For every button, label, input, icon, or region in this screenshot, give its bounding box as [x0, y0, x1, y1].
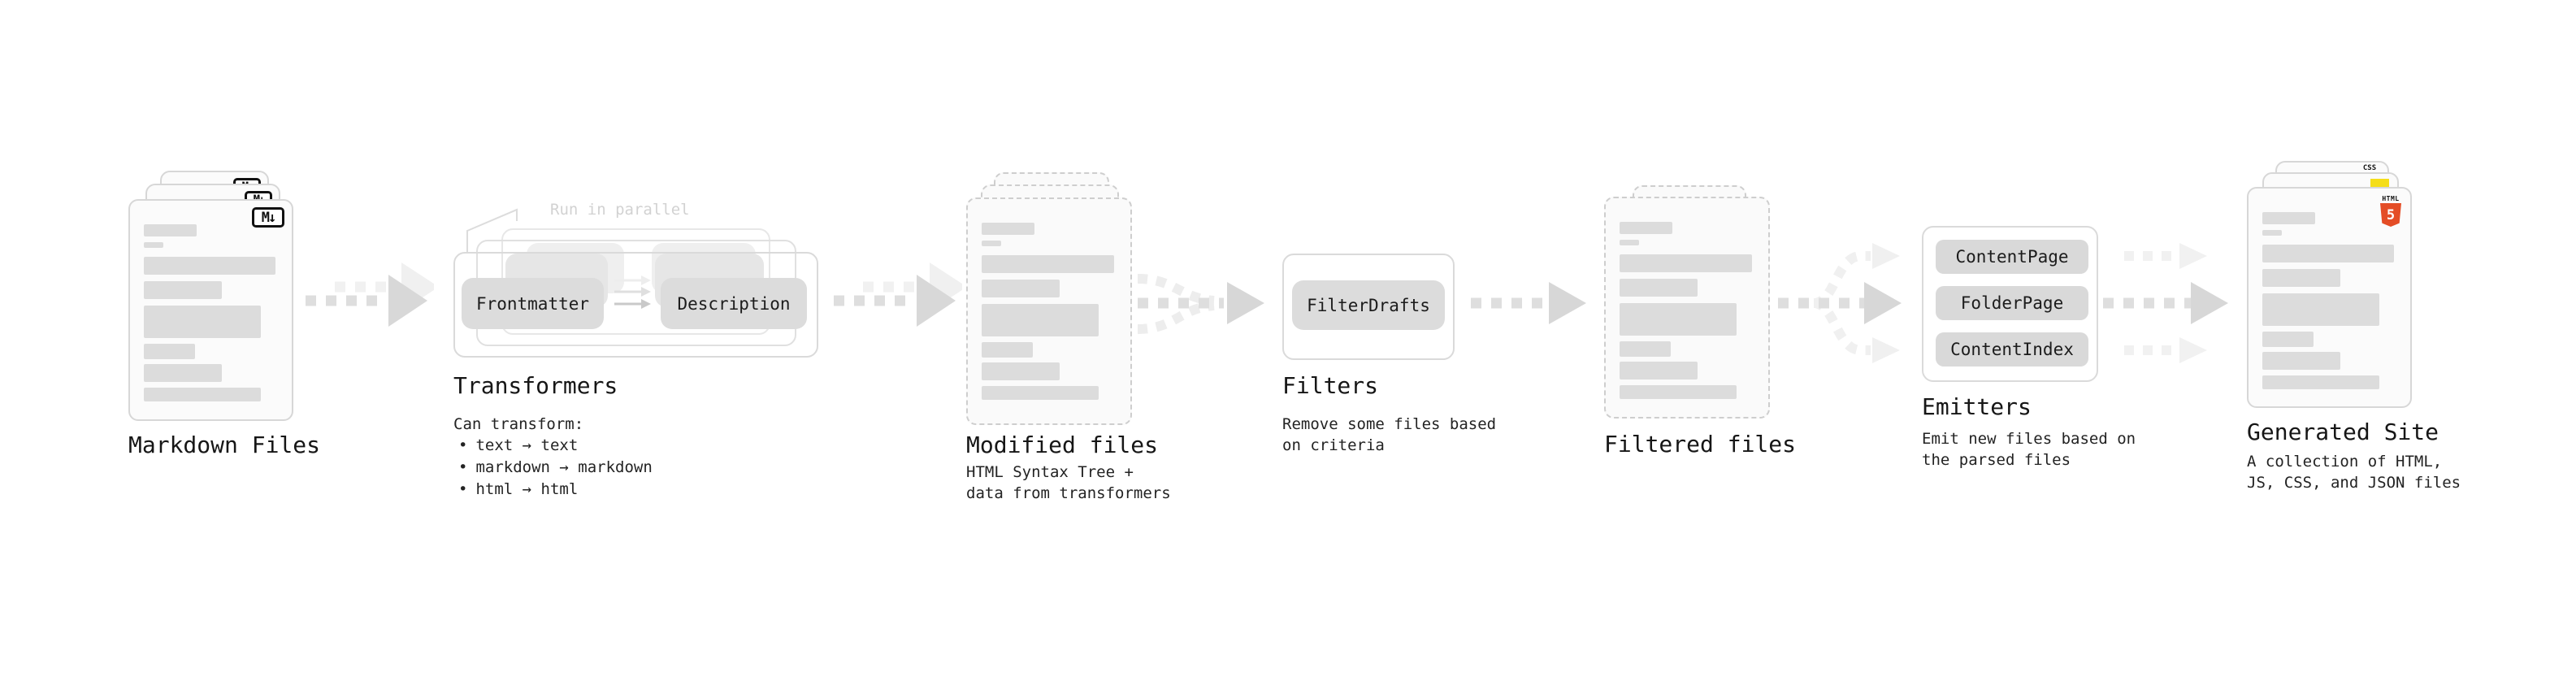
skeleton-bar: [1620, 222, 1672, 234]
skeleton-bar: [982, 386, 1099, 400]
emitters-desc-line1: Emit new files based on: [1922, 430, 2136, 448]
skeleton-bar: [1620, 240, 1639, 245]
stage-label-generated-site: Generated Site: [2247, 419, 2439, 445]
bullet-dot: •: [458, 458, 468, 476]
skeleton-bar: [1620, 341, 1672, 357]
skeleton-bar: [1620, 254, 1752, 272]
stage-label-transformers: Transformers: [453, 372, 618, 399]
generated-site-desc-line1: A collection of HTML,: [2247, 453, 2443, 471]
filter-node-filterdrafts: FilterDrafts: [1292, 280, 1445, 330]
file-content-skeleton: [982, 223, 1117, 400]
transformers-bullet: • markdown → markdown: [458, 458, 653, 476]
modified-files-desc-line1: HTML Syntax Tree +: [966, 463, 1134, 481]
modified-files-desc-line2: data from transformers: [966, 484, 1171, 502]
skeleton-bar: [2262, 212, 2315, 224]
filters-desc-line2: on criteria: [1282, 436, 1385, 454]
skeleton-bar: [982, 362, 1060, 380]
skeleton-bar: [144, 344, 195, 359]
transformer-node-description: Description: [661, 278, 807, 329]
transformer-node-frontmatter: Frontmatter: [462, 278, 604, 329]
skeleton-bar: [982, 255, 1114, 273]
skeleton-bar: [982, 304, 1099, 336]
skeleton-bar: [2262, 375, 2379, 389]
skeleton-bar: [1620, 385, 1737, 399]
skeleton-bar: [1620, 279, 1698, 297]
markdown-logo-icon: M↓: [252, 207, 284, 228]
html5-logo-icon: HTML 5: [2380, 195, 2401, 227]
markdown-file-card-front: M↓: [128, 199, 293, 421]
stage-label-modified-files: Modified files: [966, 432, 1159, 458]
transformers-bullet: • html → html: [458, 480, 578, 498]
bullet-text: text → text: [475, 436, 579, 454]
skeleton-bar: [1620, 303, 1737, 336]
bullet-dot: •: [458, 480, 468, 498]
skeleton-bar: [144, 306, 261, 338]
skeleton-bar: [982, 342, 1034, 358]
generated-file-card-html: HTML 5: [2247, 187, 2412, 408]
filters-desc-line1: Remove some files based: [1282, 415, 1497, 433]
html5-logo-text: HTML: [2382, 195, 2400, 202]
emitter-node-contentpage: ContentPage: [1936, 240, 2088, 274]
skeleton-bar: [144, 224, 197, 236]
skeleton-bar: [2262, 352, 2340, 370]
stage-label-filters: Filters: [1282, 372, 1379, 399]
arrow-filtered-to-emitters: [1778, 243, 1902, 363]
arrow-filters-to-filtered: [1471, 282, 1586, 324]
arrow-modified-to-filters: [1137, 274, 1264, 334]
html5-logo-shield: 5: [2380, 203, 2401, 227]
parallel-flow-arrows-icon: [614, 275, 651, 309]
emitter-node-folderpage: FolderPage: [1936, 286, 2088, 320]
file-content-skeleton: [1620, 222, 1754, 399]
filtered-file-card-front: [1604, 197, 1770, 419]
skeleton-bar: [982, 223, 1034, 235]
arrow-markdown-to-transformers: [306, 262, 434, 327]
skeleton-bar: [144, 364, 222, 382]
generated-site-desc-line2: JS, CSS, and JSON files: [2247, 474, 2461, 492]
modified-file-card-front: [966, 197, 1132, 425]
emitters-desc-line2: the parsed files: [1922, 451, 2071, 469]
transformer-layer-front: [453, 252, 818, 358]
css-logo-text: CSS: [2362, 164, 2377, 172]
skeleton-bar: [2262, 245, 2394, 262]
filters-box: [1282, 254, 1455, 360]
stage-label-emitters: Emitters: [1922, 393, 2032, 420]
skeleton-bar: [1620, 362, 1698, 380]
emitters-box: ContentPage FolderPage ContentIndex: [1922, 226, 2098, 382]
skeleton-bar: [144, 388, 261, 401]
transformers-bullet: • text → text: [458, 436, 578, 454]
stage-label-markdown-files: Markdown Files: [128, 432, 321, 458]
skeleton-bar: [982, 241, 1001, 246]
emitter-node-contentindex: ContentIndex: [1936, 332, 2088, 367]
skeleton-bar: [2262, 293, 2379, 326]
skeleton-bar: [144, 257, 275, 275]
js-logo-icon: [2370, 179, 2389, 189]
bullet-text: markdown → markdown: [475, 458, 653, 476]
arrow-transformers-to-modified: [834, 262, 962, 327]
stage-label-filtered-files: Filtered files: [1604, 431, 1797, 458]
skeleton-bar: [982, 280, 1060, 297]
bullet-dot: •: [458, 436, 468, 454]
skeleton-bar: [144, 281, 222, 299]
skeleton-bar: [2262, 230, 2282, 236]
file-content-skeleton: [2262, 212, 2396, 389]
file-content-skeleton: [144, 224, 278, 401]
annotation-leader-line: [466, 208, 518, 254]
annotation-run-in-parallel: Run in parallel: [550, 201, 690, 219]
skeleton-bar: [144, 242, 163, 248]
transformers-desc-title: Can transform:: [453, 415, 584, 433]
skeleton-bar: [2262, 332, 2314, 347]
arrow-emitters-to-generated: [2103, 243, 2228, 363]
skeleton-bar: [2262, 269, 2340, 287]
bullet-text: html → html: [475, 480, 579, 498]
